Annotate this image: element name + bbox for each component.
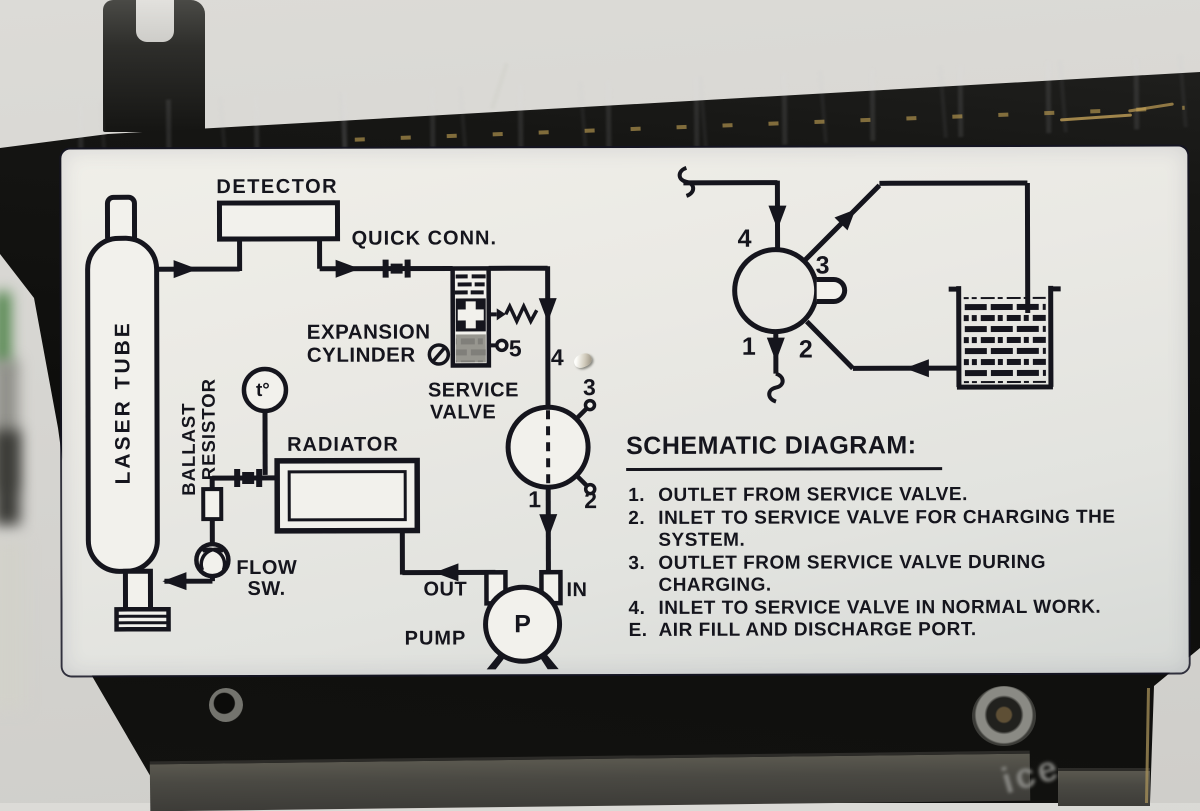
valve-port1-label: 1	[528, 486, 542, 513]
detector-label: DETECTOR	[216, 175, 339, 199]
flow-arrows-left	[162, 259, 558, 591]
quick-connect-symbol	[382, 259, 411, 278]
note-item: 1. OUTLET FROM SERVICE VALVE.	[628, 484, 1160, 508]
notes-list: 1. OUTLET FROM SERVICE VALVE. 2. INLET T…	[628, 484, 1160, 643]
screw-small	[209, 688, 243, 722]
laser-tube-symbol	[85, 194, 171, 632]
expansion-cylinder-symbol	[427, 266, 539, 368]
temp-gauge-symbol	[241, 366, 289, 414]
pump-out-label: OUT	[423, 578, 468, 601]
schematic-line-art	[85, 165, 1061, 670]
background-blur-green	[0, 292, 10, 366]
note-text: INLET TO SERVICE VALVE IN NORMAL WORK.	[658, 596, 1102, 619]
temp-gauge-label: t°	[255, 379, 270, 401]
valve-port3-label: 3	[582, 374, 596, 401]
service-valve-symbol	[505, 398, 597, 496]
mode-port3-label: 3	[815, 251, 830, 280]
note-number: E.	[628, 619, 648, 641]
bracket-notch	[136, 0, 174, 42]
note-text: OUTLET FROM SERVICE VALVE DURING CHARGIN…	[658, 551, 1047, 596]
note-text: AIR FILL AND DISCHARGE PORT.	[658, 619, 977, 641]
note-text: INLET TO SERVICE VALVE FOR CHARGING THE …	[658, 506, 1116, 551]
note-item: E. AIR FILL AND DISCHARGE PORT.	[629, 619, 1161, 643]
coolant-lines-left	[156, 236, 551, 584]
schematic-label: LASER TUBE DETECTOR QUICK CONN. EXPANSIO…	[61, 146, 1189, 676]
quick-conn-label: QUICK CONN.	[351, 227, 498, 250]
mode-port2-label: 2	[798, 335, 813, 364]
reservoir-symbol	[948, 285, 1061, 390]
radiator-label: RADIATOR	[287, 433, 399, 456]
note-item: 4. INLET TO SERVICE VALVE IN NORMAL WORK…	[628, 596, 1160, 620]
schematic-heading: SCHEMATIC DIAGRAM:	[626, 431, 917, 460]
flow-switch-symbol	[194, 541, 231, 579]
note-text: OUTLET FROM SERVICE VALVE.	[658, 484, 968, 506]
mode-port4-label: 4	[737, 224, 752, 253]
note-item: 2. INLET TO SERVICE VALVE FOR CHARGING T…	[628, 506, 1160, 552]
coupling-symbol	[234, 468, 263, 488]
note-number: 2.	[628, 507, 646, 529]
bottom-panel-left	[149, 750, 1031, 811]
background-blur-light	[0, 540, 26, 710]
port5-label: 5	[508, 335, 522, 362]
valve-port4-label: 4	[550, 344, 564, 371]
note-number: 1.	[628, 484, 646, 506]
screw-large	[972, 686, 1036, 746]
mode-diagram-arrows	[766, 205, 929, 378]
valve-port2-label: 2	[584, 487, 598, 514]
radiator-symbol	[274, 457, 421, 534]
pump-symbol	[483, 569, 563, 670]
background-blur-dark	[0, 430, 20, 525]
mode-port1-label: 1	[741, 332, 756, 361]
pump-label: PUMP	[404, 627, 467, 650]
ballast-label-line2: RESISTOR	[197, 377, 219, 481]
note-number: 4.	[628, 597, 646, 619]
mounting-bracket	[103, 0, 205, 132]
pump-letter: P	[514, 610, 531, 639]
pump-in-label: IN	[566, 579, 588, 602]
laser-tube-label: LASER TUBE	[111, 320, 135, 485]
expansion-label-line2: CYLINDER	[306, 343, 416, 367]
detector-box	[216, 200, 341, 242]
mode-valve-symbol	[732, 247, 848, 335]
ballast-resistor-symbol	[201, 487, 224, 522]
service-label-line1: SERVICE	[427, 379, 519, 402]
flow-sw-label-line2: SW.	[247, 577, 286, 600]
service-label-line2: VALVE	[429, 401, 497, 424]
ballast-label-line1: BALLAST	[177, 402, 199, 496]
expansion-label-line1: EXPANSION	[306, 320, 431, 344]
flow-sw-label-line1: FLOW	[236, 556, 298, 580]
note-number: 3.	[628, 552, 646, 574]
note-item: 3. OUTLET FROM SERVICE VALVE DURING CHAR…	[628, 551, 1160, 597]
bottom-panel-right	[1058, 768, 1150, 806]
